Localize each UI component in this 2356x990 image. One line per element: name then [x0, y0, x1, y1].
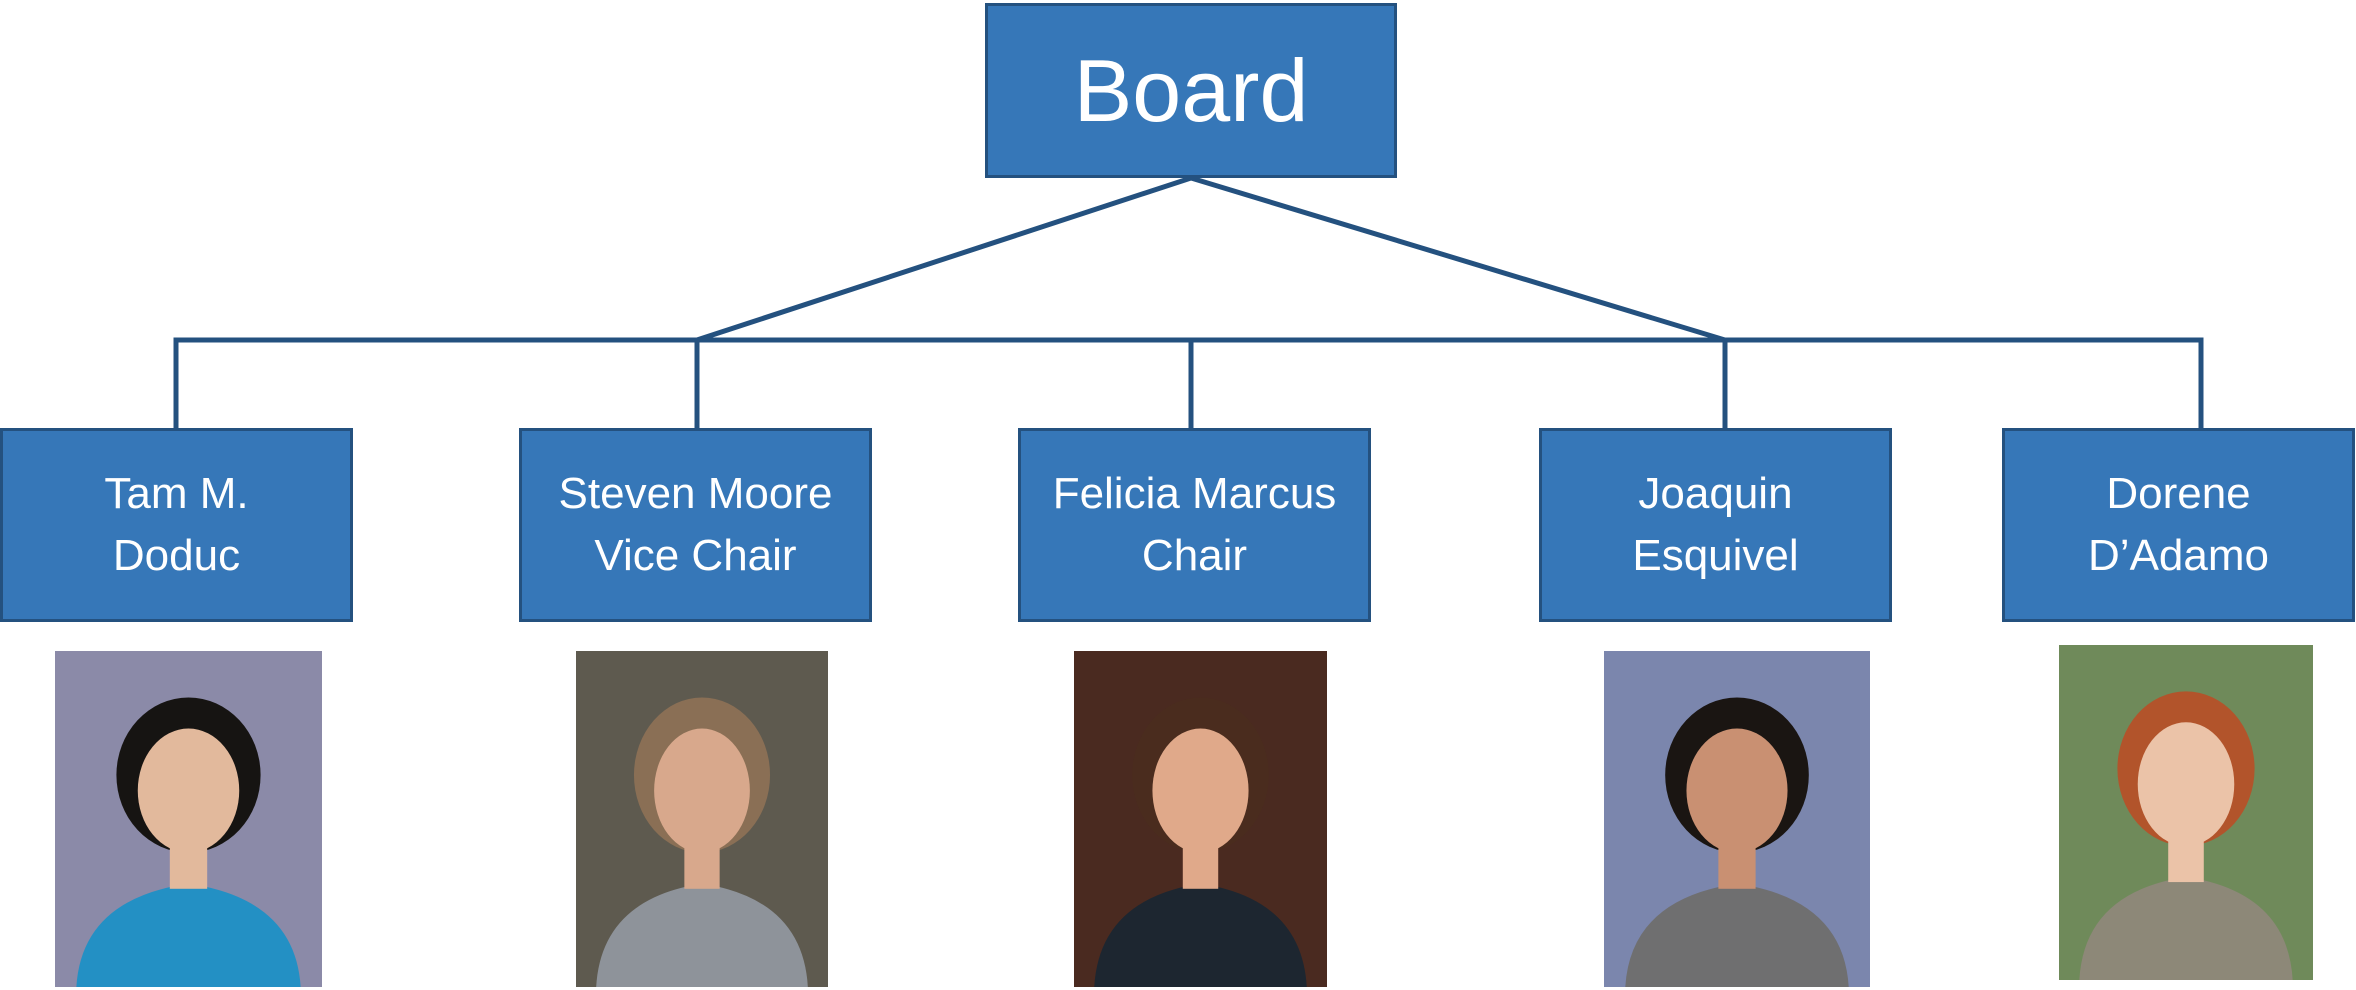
member-photo-dorene-dadamo: [2059, 645, 2313, 980]
member-photo-joaquin-esquivel: [1604, 651, 1870, 987]
portrait-photo-man-gray-suit-red-tie: [576, 651, 828, 987]
member-photo-felicia-marcus: [1074, 651, 1327, 987]
member-title: Vice Chair: [594, 531, 797, 580]
connector-board-right: [1187, 174, 1729, 344]
member-photo-steven-moore: [576, 651, 828, 987]
member-node-steven-moore: Steven Moore Vice Chair: [519, 428, 872, 622]
member-node-tam-doduc: Tam M. Doduc: [0, 428, 353, 622]
member-name-line2: Doduc: [112, 531, 241, 580]
member-name-line1: Tam M.: [104, 469, 249, 518]
board-label: Board: [1073, 40, 1309, 140]
board-node: Board: [985, 3, 1397, 178]
member-title: Chair: [1141, 531, 1248, 580]
member-node-dorene-dadamo: Dorene D’Adamo: [2002, 428, 2355, 622]
portrait-photo-woman-dark-blazer: [1074, 651, 1327, 987]
portrait-photo-man-gray-suit-purple-tie: [1604, 651, 1870, 987]
member-name-line2: Esquivel: [1632, 531, 1799, 580]
connector-board-left: [693, 174, 1195, 344]
member-node-felicia-marcus: Felicia Marcus Chair: [1018, 428, 1371, 622]
member-name-line1: Felicia Marcus: [1052, 469, 1337, 518]
member-name-line2: D’Adamo: [2088, 531, 2269, 580]
member-name-line1: Dorene: [2106, 469, 2251, 518]
portrait-photo-woman-black-hair-blue-jacket: [55, 651, 322, 987]
member-name-line1: Joaquin: [1638, 469, 1793, 518]
member-node-joaquin-esquivel: Joaquin Esquivel: [1539, 428, 1892, 622]
member-photo-tam-doduc: [55, 651, 322, 987]
portrait-photo-woman-red-hair-glasses: [2059, 645, 2313, 980]
member-name-line1: Steven Moore: [558, 469, 833, 518]
